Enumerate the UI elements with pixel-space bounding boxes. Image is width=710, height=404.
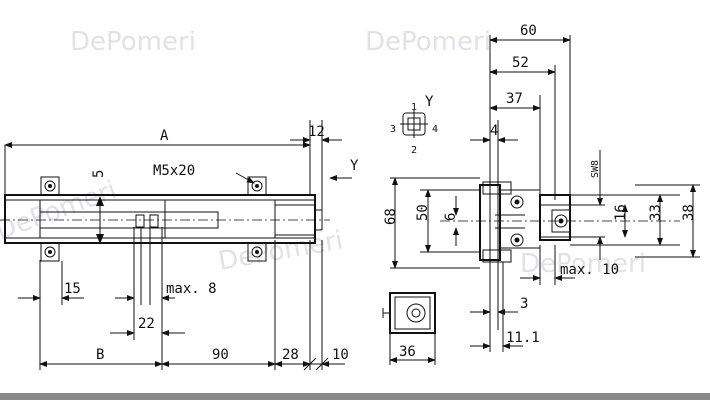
watermark-text: DePomeri xyxy=(520,249,646,279)
y-view: Y 1 2 3 4 xyxy=(390,94,438,156)
screw-hole xyxy=(44,246,56,258)
side-view: A 12 M5x20 Y 5 15 max. 8 22 xyxy=(0,120,359,371)
screw-hole xyxy=(44,180,56,192)
dim-5-label: 5 xyxy=(91,170,107,178)
dim-4-label: 4 xyxy=(490,123,498,139)
dim-A-label: A xyxy=(160,128,169,144)
dim-max10-label: max. 10 xyxy=(560,262,619,278)
dim-28-label: 28 xyxy=(282,347,299,363)
bottom-view: 36 xyxy=(382,292,436,365)
y-view-title: Y xyxy=(425,94,434,110)
dim-90-label: 90 xyxy=(212,347,229,363)
dim-52-label: 52 xyxy=(512,55,529,71)
pin-3-label: 3 xyxy=(390,124,396,135)
watermark-text: DePomeri xyxy=(216,225,345,276)
screw-hole xyxy=(251,246,263,258)
dim-38-label: 38 xyxy=(681,204,697,221)
pin-1-label: 1 xyxy=(411,102,417,113)
watermark-group: DePomeri DePomeri DePomeri DePomeri DePo… xyxy=(0,27,646,279)
dim-15-label: 15 xyxy=(64,281,81,297)
pin-4-label: 4 xyxy=(432,124,438,135)
bottom-band xyxy=(0,393,710,400)
dim-50-label: 50 xyxy=(415,204,431,221)
watermark-text: DePomeri xyxy=(70,27,196,57)
dim-22-label: 22 xyxy=(138,316,155,332)
dim-37-label: 37 xyxy=(506,91,523,107)
watermark-text: DePomeri xyxy=(365,27,491,57)
dim-10-label: 10 xyxy=(332,347,349,363)
sw8-label: SW8 xyxy=(590,160,601,178)
dim-6-label: 6 xyxy=(443,213,459,221)
dim-3-label: 3 xyxy=(520,296,528,312)
dim-33-label: 33 xyxy=(648,204,664,221)
screw-label: M5x20 xyxy=(153,163,195,179)
dim-11-1-label: 11.1 xyxy=(506,330,540,346)
dim-68-label: 68 xyxy=(383,208,399,225)
view-Y-label: Y xyxy=(350,158,359,174)
dim-B-label: B xyxy=(96,347,104,363)
dim-36-label: 36 xyxy=(399,344,416,360)
dim-16-label: 16 xyxy=(613,204,629,221)
dim-max8-label: max. 8 xyxy=(166,281,217,297)
dim-60-label: 60 xyxy=(520,23,537,39)
dim-12-label: 12 xyxy=(308,124,325,140)
front-view: 60 52 37 4 68 xyxy=(383,23,700,352)
screw-hole xyxy=(251,180,263,192)
pin-2-label: 2 xyxy=(411,145,417,156)
